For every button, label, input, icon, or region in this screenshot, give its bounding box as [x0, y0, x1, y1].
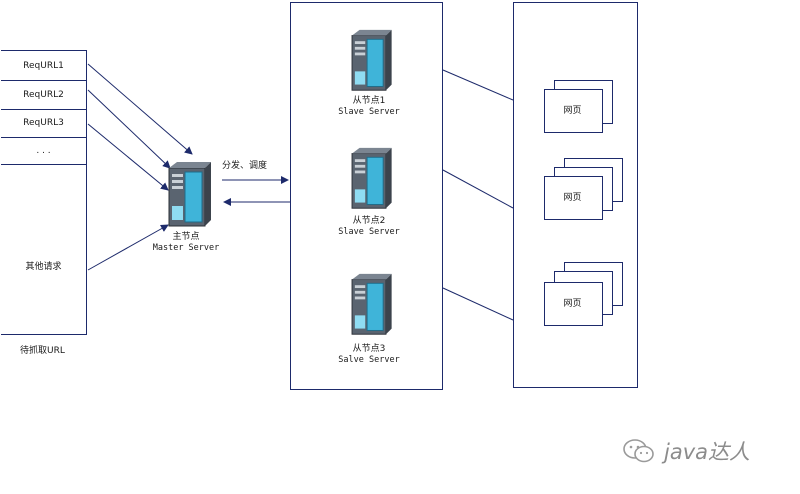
link-slave1-pages: [442, 69, 514, 101]
page-stack: 网页: [544, 262, 624, 326]
page-sheet: [544, 89, 603, 133]
slave2-server-icon: [351, 147, 392, 209]
slave1-label-cn: 从节点1: [352, 96, 386, 106]
master-label: 主节点 Master Server: [126, 232, 246, 254]
slave2-label-en: Slave Server: [338, 227, 400, 237]
queue-item: 其他请求: [25, 262, 62, 272]
slave2-label: 从节点2 Slave Server: [309, 216, 429, 238]
slave3-label-en: Salve Server: [338, 355, 400, 365]
link-slave2-pages: [442, 169, 514, 209]
pages-panel: [513, 2, 638, 388]
watermark-text: java达人: [664, 440, 750, 464]
page-stack: 网页: [544, 158, 624, 220]
url-queue: ReqURL1 ReqURL2 ReqURL3 . . . 其他请求: [1, 50, 87, 335]
slave1-label-en: Slave Server: [338, 107, 400, 117]
page-sheet: [544, 282, 603, 326]
slave1-server-icon: [351, 29, 392, 91]
master-label-en: Master Server: [152, 243, 220, 253]
master-server-icon: [168, 162, 211, 227]
dispatch-label: 分发、调度: [222, 161, 268, 171]
arrow-requrl1-to-master: [87, 63, 193, 155]
slave3-label-cn: 从节点3: [352, 344, 386, 354]
page-stack: 网页: [544, 80, 614, 133]
slave2-label-cn: 从节点2: [352, 216, 386, 226]
slave3-label: 从节点3 Salve Server: [309, 344, 429, 366]
queue-item: ReqURL3: [1, 109, 86, 138]
arrow-other-to-master: [87, 224, 169, 271]
link-slave3-pages: [442, 287, 514, 321]
arrow-requrl3-to-master: [87, 123, 169, 191]
wechat-icon: [623, 439, 654, 463]
queue-item: ReqURL2: [1, 80, 86, 110]
master-label-cn: 主节点: [172, 232, 200, 242]
page-sheet: [544, 176, 603, 220]
page-label: 网页: [563, 299, 582, 309]
arrow-requrl2-to-master: [87, 89, 171, 169]
queue-caption: 待抓取URL: [20, 346, 65, 356]
queue-item: . . .: [1, 138, 86, 165]
page-label: 网页: [563, 106, 582, 116]
slave-panel: [290, 2, 443, 390]
slave3-server-icon: [351, 273, 392, 335]
slave1-label: 从节点1 Slave Server: [309, 96, 429, 118]
queue-item: ReqURL1: [1, 51, 86, 81]
watermark: java达人: [622, 436, 750, 466]
page-label: 网页: [563, 193, 582, 203]
